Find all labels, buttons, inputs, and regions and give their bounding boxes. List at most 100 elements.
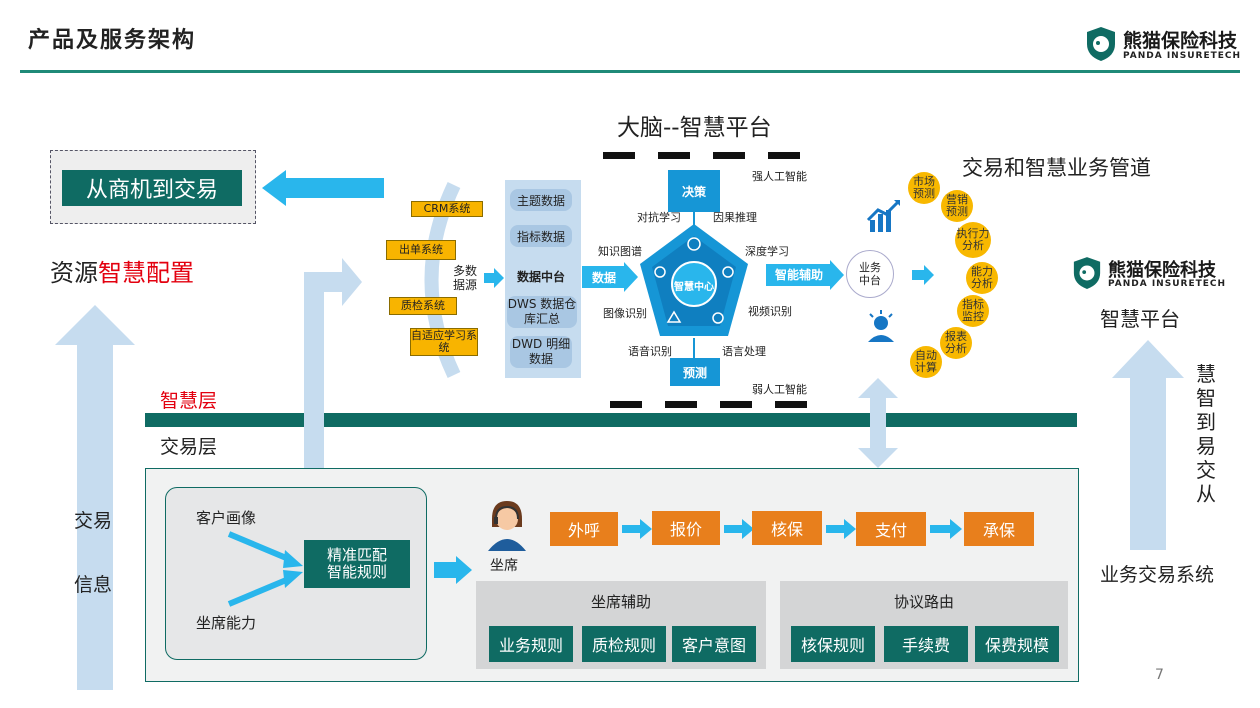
biz-arrow [912,265,934,285]
strong-ai-label: 强人工智能 [752,170,807,183]
info-label: 信息 [74,574,113,596]
trade-system-label: 业务交易系统 [1100,564,1215,586]
panda-shield-icon [1073,257,1101,289]
circle-marketing: 营销预测 [941,190,973,222]
predict-link [693,338,695,358]
rule-intent: 客户意图 [672,626,756,662]
pipeline-title: 交易和智慧业务管道 [962,156,1151,180]
predict-box: 预测 [670,358,720,386]
decision-link [693,212,695,226]
seat-assist-title: 坐席辅助 [590,592,651,611]
right-up-arrow [1112,340,1184,550]
source-arrow [484,268,504,288]
logo-en: PANDA INSURETECH [1123,51,1242,61]
page-title: 产品及服务架构 [28,27,197,53]
rule-premium: 保费规模 [975,626,1059,662]
seat-ability-label: 坐席能力 [196,614,257,632]
cap-adversarial: 对抗学习 [637,211,681,224]
circle-market: 市场预测 [908,172,940,204]
biz-center: 业务中台 [846,250,894,298]
flow-outbound: 外呼 [550,512,618,546]
flow-quote: 报价 [652,511,720,545]
bottom-dashes [610,401,808,409]
wisdom-layer-label: 智慧层 [160,390,218,412]
flow-arrow-1 [622,519,652,539]
rule-business: 业务规则 [489,626,573,662]
flow-policy: 承保 [964,512,1034,546]
system-issue: 出单系统 [386,240,456,260]
converge-arrows [227,531,303,607]
match-box: 精准匹配智能规则 [304,540,410,588]
resource-highlight: 智慧配置 [98,259,194,287]
system-qc: 质检系统 [389,297,457,315]
elbow-arrow [292,258,362,488]
trade-label: 交易 [74,510,113,532]
data-stack-dwd: DWD 明细数据 [510,336,572,368]
cap-language: 语言处理 [722,345,766,358]
logo-right-en: PANDA INSURETECH [1108,279,1227,289]
data-stack-middle: 数据中台 [516,269,565,284]
flow-underwrite: 核保 [752,511,822,545]
match-label: 精准匹配智能规则 [326,546,387,581]
from-box: 从商机到交易 [62,170,242,206]
logo-right: 熊猫保险科技 PANDA INSURETECH [1072,256,1232,296]
agent-icon [868,310,894,342]
cap-deep-learning: 深度学习 [745,245,789,258]
flow-arrow-4 [930,519,962,539]
layer-bar [145,413,1077,427]
trade-layer-label: 交易层 [160,436,218,458]
double-arrow [858,378,898,468]
left-arrow [262,170,384,206]
profile-label: 客户画像 [196,509,257,527]
circle-monitor: 指标监控 [957,295,989,327]
platform-label: 智慧平台 [1100,307,1180,331]
resource-prefix: 资源 [50,259,98,287]
assist-arrow [766,260,844,290]
header-divider [20,70,1240,73]
flow-arrow-3 [826,519,856,539]
left-up-arrow [55,305,135,690]
logo-top: 熊猫保险科技 PANDA INSURETECH [1085,24,1245,68]
cap-knowledge-graph: 知识图谱 [598,245,642,258]
circle-auto-calc: 自动计算 [910,346,942,378]
system-adaptive: 自适应学习系统 [410,328,478,356]
assist-arrow-label: 智能辅助 [774,267,823,282]
cap-image: 图像识别 [603,307,647,320]
decision-box: 决策 [668,170,720,212]
brain-title: 大脑--智慧平台 [617,115,772,141]
system-crm: CRM系统 [411,201,483,217]
right-vertical-text: 慧智到易交从 [1196,362,1216,506]
cap-video: 视频识别 [748,305,792,318]
page-number: 7 [1155,667,1164,683]
circle-execution: 执行力分析 [955,222,991,258]
logo-cn: 熊猫保险科技 [1123,30,1238,52]
rule-qc: 质检规则 [582,626,666,662]
seat-label: 坐席 [490,558,518,574]
rule-fee: 手续费 [884,626,968,662]
rule-underwrite: 核保规则 [791,626,875,662]
data-stack-subject: 主题数据 [510,189,572,211]
data-arrow [582,262,638,292]
flow-arrow-2 [724,519,754,539]
cap-causal: 因果推理 [713,211,757,224]
panda-shield-icon [1087,27,1115,61]
data-stack-metric: 指标数据 [510,225,572,247]
wisdom-wheel [640,224,748,336]
circle-report: 报表分析 [940,327,972,359]
logo-right-cn: 熊猫保险科技 [1108,260,1216,281]
flow-pay: 支付 [856,512,926,546]
resource-label: 资源智慧配置 [50,253,194,288]
biz-center-label: 业务中台 [859,261,881,287]
agent-avatar-icon [488,501,526,551]
data-stack-dws: DWS 数据仓库汇总 [507,296,577,328]
protocol-title: 协议路由 [893,592,954,611]
top-dashes [603,152,801,160]
weak-ai-label: 弱人工智能 [752,383,807,396]
match-arrow [434,556,472,584]
cap-speech: 语音识别 [628,345,672,358]
multi-source-label: 多数据源 [452,264,477,292]
circle-ability: 能力分析 [966,262,998,294]
wisdom-center-label: 智慧中心 [674,281,714,293]
growth-chart-icon [866,200,900,232]
data-arrow-label: 数据 [591,270,616,285]
